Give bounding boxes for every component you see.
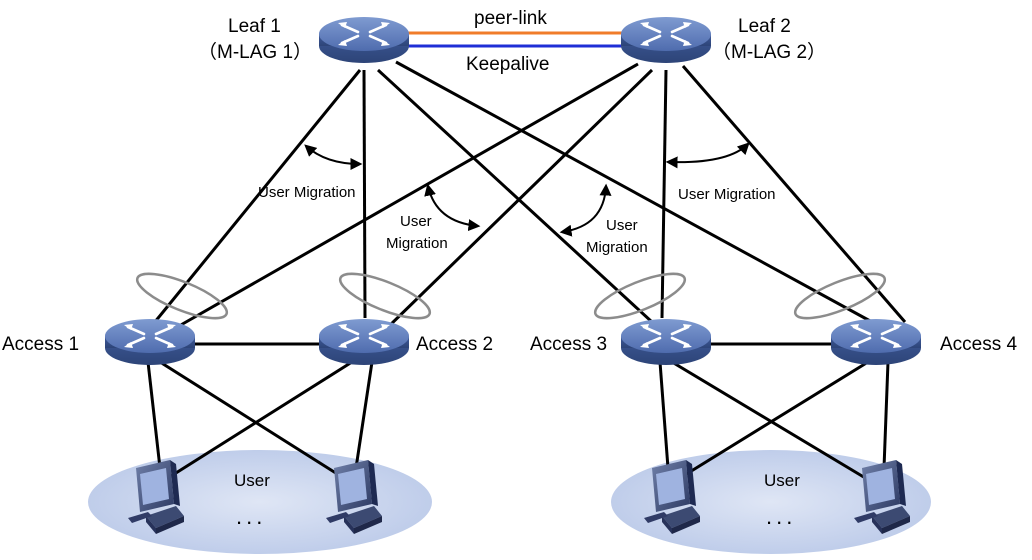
user-migration-label-1: User Migration: [258, 184, 356, 201]
leaf-2-sublabel: （M-LAG 2）: [712, 41, 826, 63]
access-1-switch-icon: [103, 317, 197, 367]
access-2-switch-icon: [317, 317, 411, 367]
access-3-label: Access 3: [530, 334, 607, 355]
leaf-1-sublabel: （M-LAG 1）: [198, 41, 312, 63]
access-1-label: Access 1: [2, 334, 79, 355]
uplinks: [148, 60, 907, 332]
peer-link-label: peer-link: [474, 8, 547, 29]
leaf-1-label: Leaf 1: [228, 16, 281, 37]
keepalive-label: Keepalive: [466, 54, 549, 75]
user-migration-label-2a: User: [400, 213, 432, 230]
leaf-2-switch-icon: [619, 15, 713, 65]
migration-arrows: [304, 142, 750, 237]
leaf-2-label: Leaf 2: [738, 16, 791, 37]
ellipsis-right: ...: [766, 504, 796, 529]
user-migration-label-3b: Migration: [586, 239, 648, 256]
user-migration-label-4: User Migration: [678, 186, 776, 203]
user-label-left: User: [234, 471, 270, 490]
lag-rings: [135, 272, 887, 320]
access-3-switch-icon: [619, 317, 713, 367]
access-4-switch-icon: [829, 317, 923, 367]
user-migration-label-2b: Migration: [386, 235, 448, 252]
user-migration-label-3a: User: [606, 217, 638, 234]
leaf-1-switch-icon: [317, 15, 411, 65]
user-label-right: User: [764, 471, 800, 490]
access-2-label: Access 2: [416, 334, 493, 355]
access-4-label: Access 4: [940, 334, 1018, 355]
ellipsis-left: ...: [236, 504, 266, 529]
downlinks: [146, 360, 890, 484]
